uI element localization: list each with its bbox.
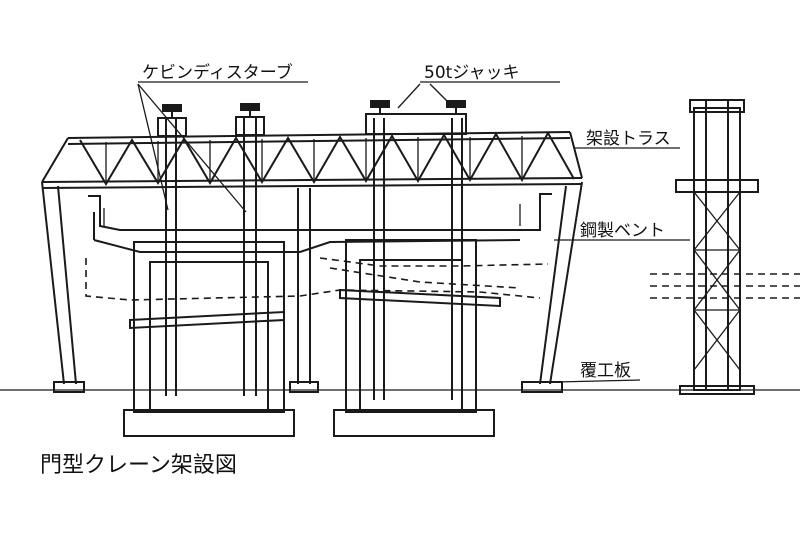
- steel-bent-tower: [650, 99, 800, 395]
- bridge-girder: [88, 193, 552, 253]
- erection-truss: [41, 130, 583, 189]
- label-jack: 50tジャッキ: [424, 63, 519, 83]
- cables: [165, 118, 463, 400]
- label-bent: 鋼製ベント: [580, 221, 665, 241]
- jack-saddles: [157, 100, 467, 137]
- label-truss: 架設トラス: [586, 129, 671, 149]
- existing-girder-dashed: [85, 257, 549, 301]
- label-plate: 覆工板: [580, 361, 631, 381]
- gantry-legs: [41, 181, 583, 393]
- transverse-beams: [129, 288, 501, 330]
- label-cable: ケビンディスターブ: [142, 62, 293, 83]
- leader-lines: [137, 81, 690, 383]
- diagram-caption: 門型クレーン架設図: [40, 453, 237, 478]
